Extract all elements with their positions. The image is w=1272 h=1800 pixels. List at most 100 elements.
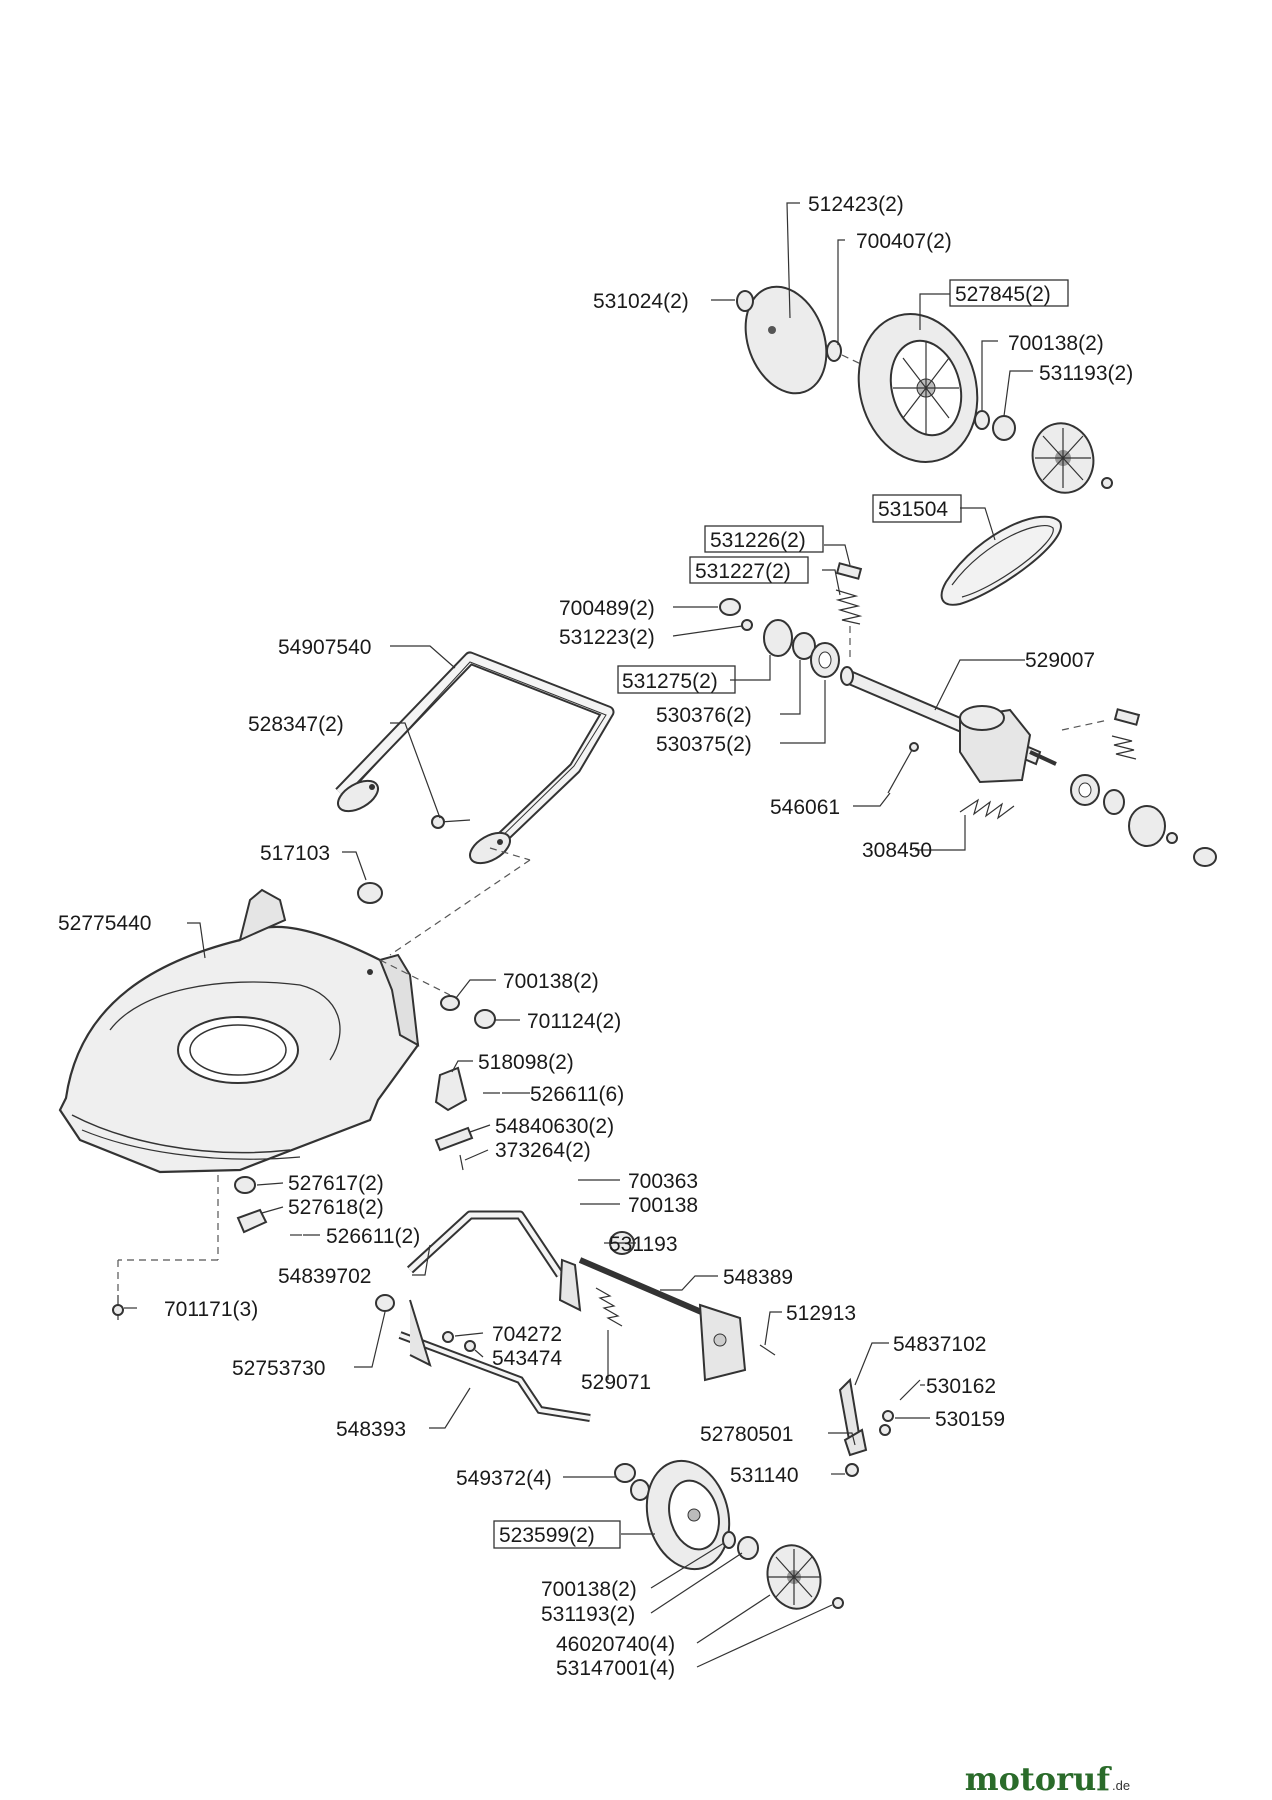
part-label-54837102: 54837102 (893, 1333, 986, 1356)
part-label-701171: 701171(3) (164, 1298, 258, 1321)
knob-part (375, 1294, 395, 1312)
part-label-704272: 704272 (492, 1323, 562, 1346)
washer-part (464, 1340, 476, 1352)
part-label-531193-top: 531193(2) (1039, 362, 1133, 385)
part-label-531193-bot: 531193(2) (541, 1603, 635, 1626)
washer-part (442, 1331, 454, 1343)
part-label-530376: 530376(2) (656, 704, 752, 727)
brand-watermark: motoruf .de (965, 1760, 1130, 1798)
washer-part (974, 410, 990, 430)
spring-part (595, 1287, 623, 1327)
part-label-box-531504 (872, 494, 962, 523)
part-label-512913: 512913 (786, 1302, 856, 1325)
pinion-gear-part (763, 619, 793, 657)
bushing-part (882, 1410, 894, 1422)
part-label-box-531226 (704, 525, 824, 553)
part-label-700138-mid: 700138(2) (503, 970, 599, 993)
part-label-700138-single: 700138 (628, 1194, 698, 1217)
nut-part (737, 1536, 759, 1560)
part-label-700489: 700489(2) (559, 597, 655, 620)
gearbox-axle-part (840, 666, 1057, 784)
part-label-531140: 531140 (730, 1464, 799, 1487)
part-label-373264: 373264(2) (495, 1139, 591, 1162)
part-label-box-531227 (689, 556, 809, 584)
part-label-526611-b: 526611(2) (326, 1225, 420, 1248)
bolt-part (112, 1295, 124, 1320)
part-label-529071: 529071 (581, 1371, 651, 1394)
nut-part (845, 1463, 859, 1477)
part-label-53147001: 53147001(4) (556, 1657, 675, 1680)
part-label-531227: 531227(2) (695, 560, 791, 583)
part-label-531275: 531275(2) (622, 670, 718, 693)
cable-part (887, 742, 919, 794)
part-label-531223: 531223(2) (559, 626, 655, 649)
part-label-527845: 527845(2) (955, 283, 1051, 306)
part-label-518098: 518098(2) (478, 1051, 574, 1074)
bearing-part (792, 632, 816, 660)
part-label-700407: 700407(2) (856, 230, 952, 253)
part-label-512423: 512423(2) (808, 193, 904, 216)
spacer-part (826, 340, 842, 362)
part-label-531504: 531504 (878, 498, 948, 521)
spring-part (1111, 735, 1137, 760)
part-label-52780501: 52780501 (700, 1423, 793, 1446)
part-label-531193-single: 531193 (609, 1233, 678, 1256)
washer-part (722, 1531, 736, 1549)
wheel-cover-plate (744, 285, 828, 395)
knob-part (357, 882, 383, 904)
brand-logo: motoruf (965, 1760, 1112, 1798)
front-wheel-part (645, 1459, 731, 1571)
height-lever-part (838, 1377, 868, 1457)
part-label-531024: 531024(2) (593, 290, 689, 313)
part-label-527618: 527618(2) (288, 1196, 384, 1219)
part-label-700363: 700363 (628, 1170, 698, 1193)
part-label-54840630: 54840630(2) (495, 1115, 614, 1138)
part-label-701124: 701124(2) (527, 1010, 621, 1033)
nut-part (474, 1009, 496, 1029)
bolt-part (431, 815, 471, 829)
part-label-517103: 517103 (260, 842, 330, 865)
part-label-548393: 548393 (336, 1418, 406, 1441)
axle-assembly-part (398, 1210, 747, 1422)
bushing-part (1070, 774, 1100, 806)
part-label-54907540: 54907540 (278, 636, 371, 659)
part-label-527617: 527617(2) (288, 1172, 384, 1195)
part-label-box-531275 (617, 665, 736, 694)
clip-part (1193, 847, 1217, 867)
mower-deck-part (58, 888, 420, 1174)
part-label-46020740: 46020740(4) (556, 1633, 675, 1656)
brand-suffix: .de (1112, 1778, 1130, 1793)
washer-part (440, 995, 460, 1011)
bearing-part (630, 1479, 650, 1501)
plate-part (434, 1126, 474, 1152)
bushing-part (810, 642, 840, 678)
rear-wheel-part (857, 313, 979, 463)
part-label-549372: 549372(4) (456, 1467, 552, 1490)
part-label-700138-top: 700138(2) (1008, 332, 1104, 355)
part-label-box-523599 (493, 1520, 621, 1549)
part-label-548389: 548389 (723, 1266, 793, 1289)
washer-part (1166, 832, 1178, 844)
part-label-530159: 530159 (935, 1408, 1005, 1431)
part-labels: 512423(2) 700407(2) 531024(2) 527845(2) … (58, 193, 1133, 1680)
bearing-part (1103, 789, 1125, 815)
leader-lines (124, 202, 1033, 1668)
part-label-523599: 523599(2) (499, 1524, 595, 1547)
bracket-part (434, 1066, 468, 1112)
part-label-543474: 543474 (492, 1347, 562, 1370)
part-label-box-527845 (949, 279, 1069, 307)
clip-part (719, 598, 741, 616)
parts-artwork (58, 285, 1217, 1610)
hub-cap-part (766, 1544, 822, 1610)
bolt-part (899, 1379, 921, 1401)
screw-part (459, 1154, 464, 1171)
part-label-530162: 530162 (926, 1375, 996, 1398)
nut-part (614, 1463, 636, 1483)
axle-bushing-part (234, 1176, 256, 1194)
part-label-530375: 530375(2) (656, 733, 752, 756)
part-label-531226: 531226(2) (710, 529, 806, 552)
part-label-528347: 528347(2) (248, 713, 344, 736)
spring-part (835, 589, 863, 625)
part-label-52775440: 52775440 (58, 912, 151, 935)
